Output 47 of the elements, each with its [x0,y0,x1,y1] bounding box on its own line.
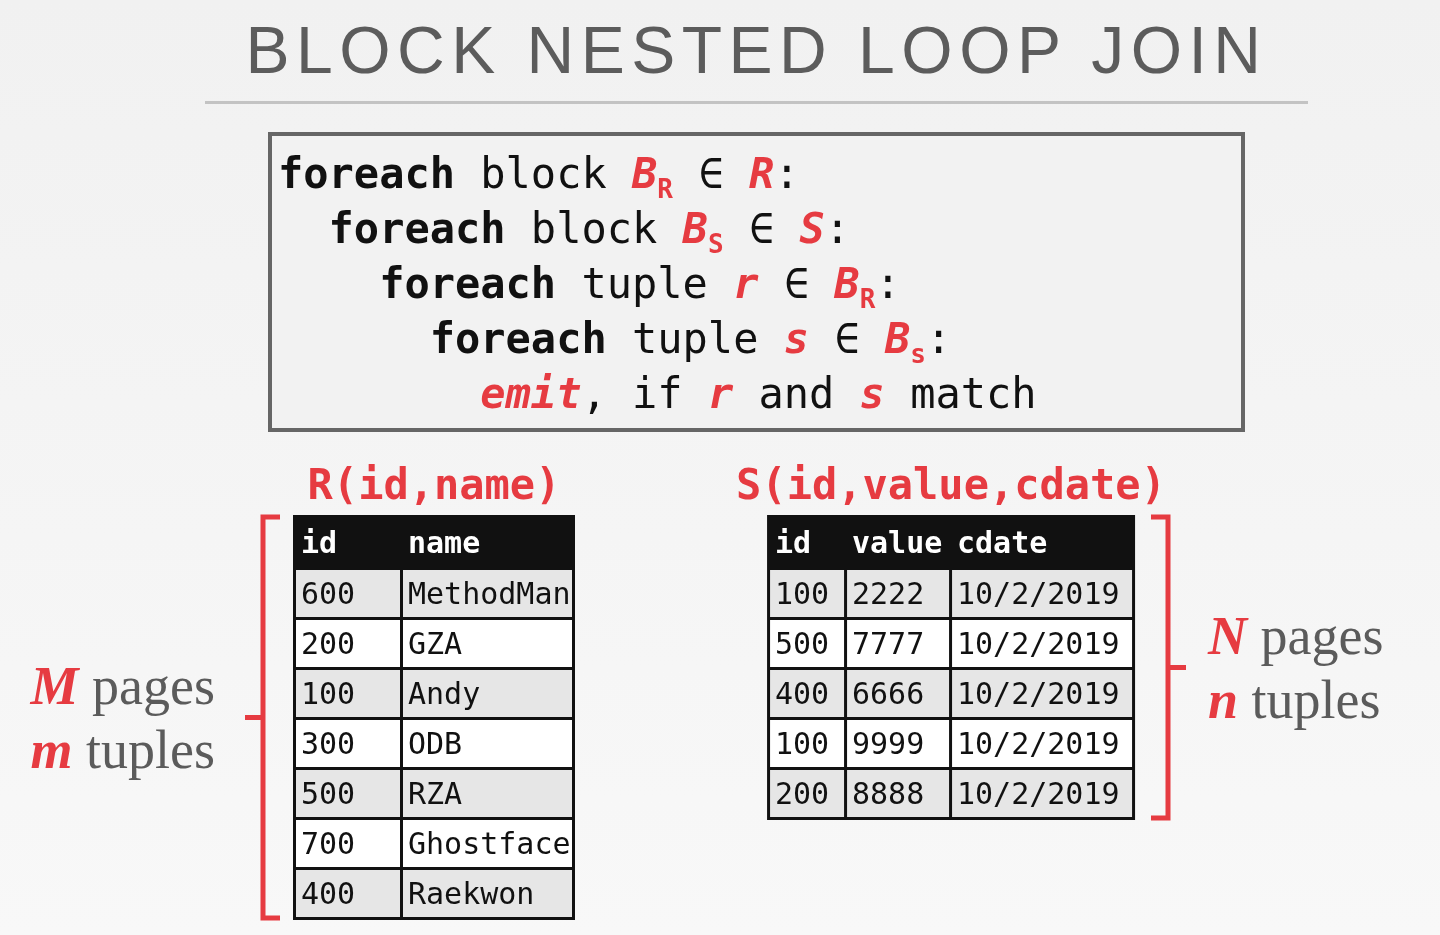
code-line: foreach tuple r ∈ B$_{R}$: [379,258,901,311]
table-cell: 6666 [847,670,949,717]
slide-title: BLOCK NESTED LOOP JOIN [244,17,1269,83]
code-line: emit, if r and s match [480,368,1037,420]
table-cell: 400 [296,870,400,917]
table-cell: 2222 [847,570,949,617]
table-cell: Raekwon [403,870,572,917]
table-cell: ODB [403,720,572,767]
table-cell: 200 [770,770,844,817]
table-cell: 500 [770,620,844,667]
code-line: foreach tuple s ∈ B$_{s}$: [429,313,952,366]
size-annotation: N pages [1208,604,1384,668]
table-cell: RZA [403,770,572,817]
code-line: foreach block B$_{S}$ ∈ S: [328,203,851,256]
table-cell: 10/2/2019 [952,670,1132,717]
column-header: name [407,524,482,562]
table-title: S(id,value,cdate) [736,460,1166,510]
column-header: id [300,524,339,562]
table-cell: 10/2/2019 [952,770,1132,817]
table-cell: 700 [296,820,400,867]
table-cell: GZA [403,620,572,667]
code-line: foreach block B$_{R}$ ∈ R: [278,148,800,201]
column-header: value [851,524,944,562]
table-cell: 600 [296,570,400,617]
code-box [268,132,1245,432]
table-title: R(id,name) [307,460,561,510]
table-cell: 100 [770,720,844,767]
table-cell: 200 [296,620,400,667]
column-header: id [774,524,813,562]
column-header: cdate [956,524,1049,562]
table-cell: 10/2/2019 [952,620,1132,667]
table-cell: MethodMan [403,570,572,617]
table-cell: 300 [296,720,400,767]
table-cell: 400 [770,670,844,717]
table-cell: Ghostface [403,820,572,867]
table-cell: 500 [296,770,400,817]
table-cell: Andy [403,670,572,717]
table-cell: 100 [296,670,400,717]
table-cell: 9999 [847,720,949,767]
table-cell: 10/2/2019 [952,570,1132,617]
table-cell: 8888 [847,770,949,817]
table-cell: 100 [770,570,844,617]
size-annotation: n tuples [1208,668,1381,732]
size-annotation: m tuples [30,718,215,782]
table-cell: 7777 [847,620,949,667]
table-cell: 10/2/2019 [952,720,1132,767]
size-annotation: M pages [30,654,215,718]
